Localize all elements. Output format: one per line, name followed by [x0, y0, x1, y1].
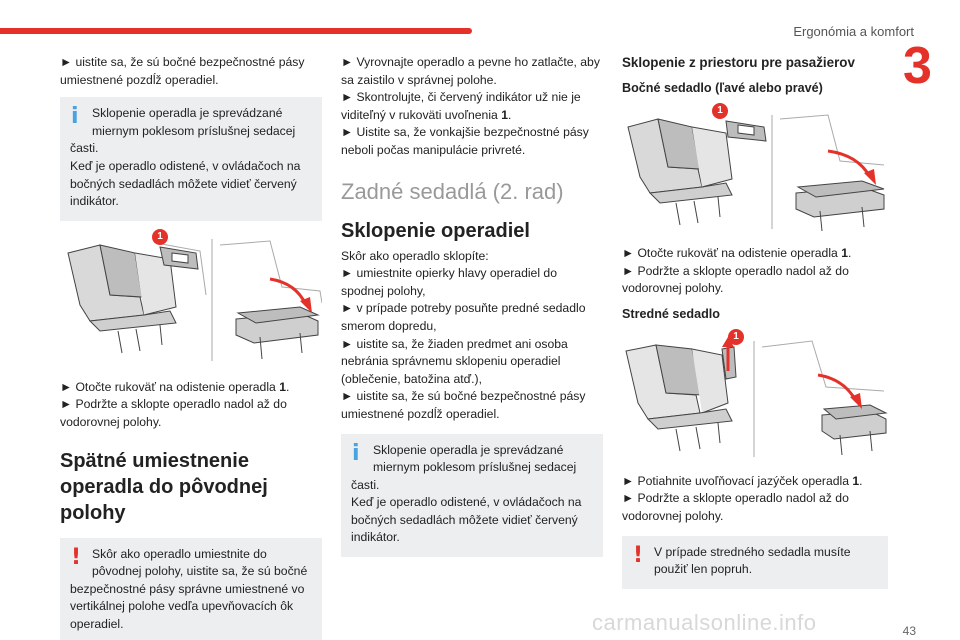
section-heading: Spätné umiestnenie operadla do pôvodnej … — [60, 449, 268, 524]
paragraph: ► uistite sa, že sú bočné bezpečnostné p… — [60, 55, 305, 87]
warning-icon: ! — [633, 542, 644, 568]
note-text: Sklopenie operadla je sprevádzané mierny… — [92, 106, 296, 138]
warning-icon: ! — [71, 544, 82, 570]
text-span: ► Podržte a sklopte operadlo nadol až do… — [622, 491, 849, 523]
text-span: ► Otočte rukoväť na odistenie operadla — [60, 379, 280, 394]
paragraph: ► Vyrovnajte operadlo a pevne ho zatlačt… — [341, 54, 603, 160]
middle-seat-illustration: 1 — [622, 328, 888, 461]
callout-number: 1 — [279, 379, 286, 394]
paragraph: ► Otočte rukoväť na odistenie operadla 1… — [60, 379, 322, 432]
page-header-title: Ergonómia a komfort — [793, 24, 914, 39]
callout-marker: 1 — [728, 328, 744, 345]
callout-number: 1 — [841, 246, 848, 260]
section-heading: Sklopenie operadiel — [341, 219, 530, 242]
seat-illustration-svg — [627, 114, 885, 232]
text-span: ► Potiahnite uvoľňovací jazýček operadla — [622, 473, 853, 488]
subsection-heading: Bočné sedadlo (ľavé alebo pravé) — [622, 81, 823, 95]
note-text: V prípade stredného sedadla musíte — [654, 544, 851, 559]
info-icon: i — [352, 440, 360, 466]
warning-note: ! Skôr ako operadlo umiestnite do pôvodn… — [60, 537, 322, 640]
column-middle: ► Vyrovnajte operadlo a pevne ho zatlačt… — [341, 54, 603, 558]
note-text: časti. Keď je operadlo odistené, v ovlád… — [351, 477, 582, 545]
text-span: . — [859, 473, 863, 488]
section-heading-light: Zadné sedadlá (2. rad) — [341, 178, 564, 204]
note-text: bezpečnostné pásy správne umiestnené vo … — [70, 581, 305, 631]
text-span: ► Skontrolujte, či červený indikátor už … — [341, 90, 581, 122]
seat-illustration-svg — [625, 336, 888, 457]
info-note: i Sklopenie operadla je sprevádzané mier… — [341, 433, 603, 558]
note-text: časti. Keď je operadlo odistené, v ovlád… — [70, 141, 301, 209]
section-heading: Sklopenie z priestoru pre pasažierov — [622, 55, 855, 70]
chapter-number: 3 — [903, 37, 932, 95]
text-span: . — [848, 246, 852, 260]
callout-number: 1 — [501, 107, 508, 122]
text-span: ► Uistite sa, že vonkajšie bezpečnostné … — [341, 125, 589, 157]
top-accent-bar — [0, 28, 472, 34]
paragraph: ► Potiahnite uvoľňovací jazýček operadla… — [622, 473, 888, 526]
seat-illustration-svg — [67, 238, 322, 361]
text-span: ► Podržte a sklopte operadlo nadol až do… — [60, 397, 287, 429]
text-span: ► Otočte rukoväť na odistenie operadla — [622, 246, 842, 260]
callout-marker: 1 — [152, 228, 168, 245]
side-seat-illustration: 1 — [622, 103, 888, 233]
text-span: ► Vyrovnajte operadlo a pevne ho zatlačt… — [341, 55, 600, 87]
column-right: Sklopenie z priestoru pre pasažierov Boč… — [622, 54, 888, 589]
text-span: ► Podržte a sklopte operadlo nadol až do… — [622, 263, 849, 296]
callout-number: 1 — [852, 473, 860, 488]
callout-marker: 1 — [712, 103, 728, 119]
seat-fold-illustration: 1 — [60, 228, 322, 365]
note-text: Sklopenie operadla je sprevádzané mierny… — [373, 442, 577, 475]
paragraph: Skôr ako operadlo sklopíte: ► umiestnite… — [341, 248, 586, 421]
info-icon: i — [71, 104, 79, 130]
note-text: Skôr ako operadlo umiestnite do pôvodnej… — [92, 546, 308, 579]
column-left: ► uistite sa, že sú bočné bezpečnostné p… — [60, 54, 322, 640]
warning-note: ! V prípade stredného sedadla musíte pou… — [622, 535, 888, 589]
page-number: 43 — [902, 624, 916, 638]
text-span: . — [508, 107, 512, 122]
subsection-heading: Stredné sedadlo — [622, 306, 720, 321]
info-note: i Sklopenie operadla je sprevádzané mier… — [60, 97, 322, 221]
text-span: . — [286, 379, 290, 394]
watermark: carmanualsonline.info — [592, 610, 817, 635]
paragraph: ► Otočte rukoväť na odistenie operadla 1… — [622, 245, 888, 298]
note-text: použiť len popruh. — [654, 562, 753, 577]
